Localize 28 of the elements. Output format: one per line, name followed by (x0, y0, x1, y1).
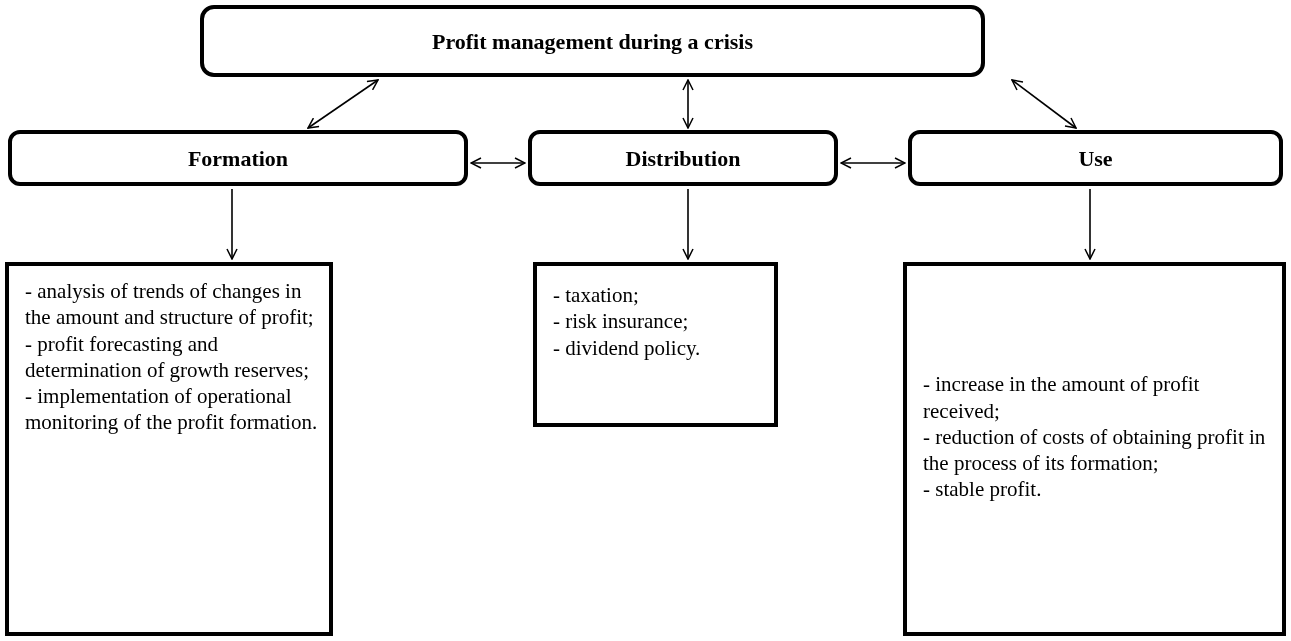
list-box (903, 262, 1286, 636)
arrow (682, 188, 694, 260)
list-box (533, 262, 778, 427)
list-box (5, 262, 333, 636)
arrow (470, 157, 526, 169)
arrow (682, 79, 694, 129)
arrow (840, 157, 906, 169)
process-box (8, 130, 468, 186)
process-box (908, 130, 1283, 186)
list-item: - stable profit. (923, 476, 1043, 503)
box-title: Profit management during a crisis (432, 27, 753, 56)
arrow (1084, 188, 1096, 260)
list-item: - profit forecasting and determination of growth reserves; (25, 330, 310, 383)
arrow (307, 79, 379, 129)
title-box (200, 5, 985, 77)
arrow (226, 188, 238, 260)
box-title: Formation (187, 144, 289, 173)
list-item: - taxation; (553, 282, 640, 309)
box-title: Distribution (625, 144, 741, 173)
box-title: Use (1078, 144, 1113, 173)
arrow (1011, 79, 1077, 129)
list-item: - reduction of costs of obtaining profit in the process of its formation; (923, 423, 1267, 477)
list-item: - increase in the amount of profit received; (923, 371, 1201, 424)
list-item: - dividend policy. (553, 334, 702, 361)
list-item: - analysis of trends of changes in the amount and structure of profit; (25, 278, 315, 331)
list-item: - implementation of operational monitoring of the profit formation. (25, 383, 319, 436)
process-box (528, 130, 838, 186)
list-item: - risk insurance; (553, 308, 690, 335)
